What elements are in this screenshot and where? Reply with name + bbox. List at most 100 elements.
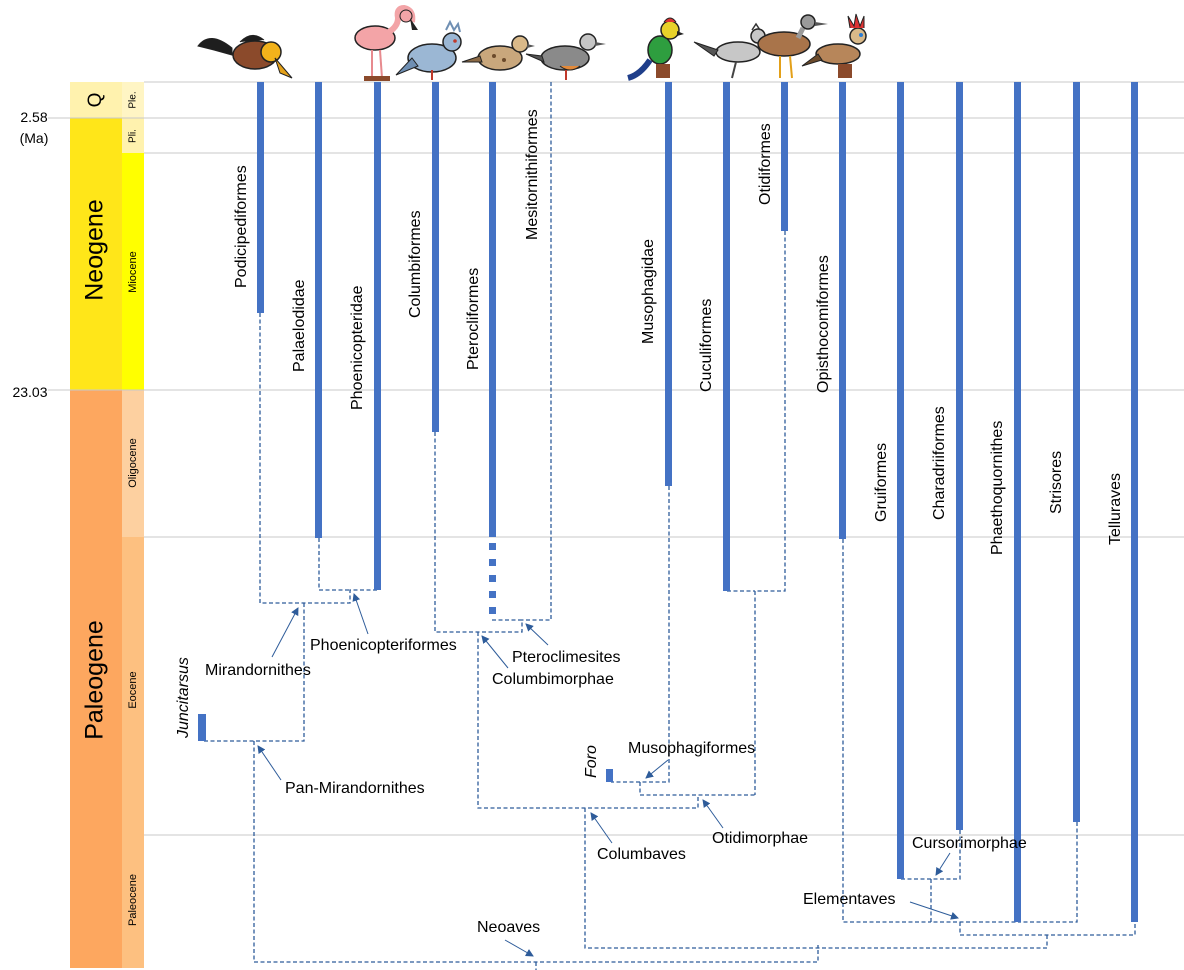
tick-2-58: 2.58 xyxy=(20,109,47,125)
label-otidiformes: Otidiformes xyxy=(757,123,774,205)
label-juncitarsus: Juncitarsus xyxy=(175,657,192,739)
taxon-labels: Podicipediformes Palaelodidae Phoenicopt… xyxy=(175,109,1124,778)
epoch-oligocene-label: Oligocene xyxy=(127,438,139,488)
branch-columbaves xyxy=(584,808,1048,949)
arrow-cursorimorphae xyxy=(935,852,951,876)
bar-podicipediformes xyxy=(257,82,264,313)
bar-pterocliformes-dash xyxy=(489,543,496,550)
label-foro: Foro xyxy=(583,745,600,778)
epoch-ple-label: Ple. xyxy=(128,91,139,108)
bar-charadriiformes xyxy=(956,82,963,830)
epoch-paleocene-label: Paleocene xyxy=(127,874,139,926)
bar-otidiformes xyxy=(781,82,788,231)
label-gruiformes: Gruiformes xyxy=(873,443,890,522)
bar-palaelodidae xyxy=(315,82,322,538)
branch-telluraves xyxy=(959,922,1136,936)
arrow-phoenicopteriformes xyxy=(352,593,369,635)
bar-cuculiformes xyxy=(723,82,730,591)
label-opisthocomiformes: Opisthocomiformes xyxy=(815,255,832,393)
period-paleogene-label: Paleogene xyxy=(81,620,109,740)
branch-otidiformes xyxy=(754,231,786,795)
label-phaethoquornithes: Phaethoquornithes xyxy=(989,421,1006,555)
hoatzin-icon xyxy=(801,13,867,78)
period-q-box xyxy=(70,82,122,118)
roadrunner-icon xyxy=(693,22,778,79)
bar-musophagidae xyxy=(665,82,672,486)
turaco-icon xyxy=(627,17,684,81)
label-charadriiformes: Charadriiformes xyxy=(931,406,948,520)
bar-pterocliformes-dash xyxy=(489,559,496,566)
label-neoaves: Neoaves xyxy=(477,919,540,936)
branch-mesitornithiformes xyxy=(522,82,552,621)
pigeon-icon xyxy=(395,19,462,80)
gridlines xyxy=(48,81,1184,836)
tree-connectors xyxy=(204,82,1136,970)
epoch-miocene-box xyxy=(122,153,144,390)
bar-pterocliformes xyxy=(489,82,496,537)
label-cuculiformes: Cuculiformes xyxy=(698,299,715,392)
bar-columbiformes xyxy=(432,82,439,432)
label-elementaves: Elementaves xyxy=(803,891,896,908)
arrow-pteroclimesites xyxy=(525,623,549,646)
label-columbimorphae: Columbimorphae xyxy=(492,671,614,688)
branch-palaelodidae xyxy=(318,538,350,591)
bar-phoenicopteridae xyxy=(374,82,381,590)
arrow-neoaves xyxy=(504,939,534,957)
bar-foro xyxy=(606,769,613,782)
grebe-icon xyxy=(197,35,293,79)
branch-strisores xyxy=(1018,822,1078,923)
epoch-ple-box xyxy=(122,82,144,118)
arrow-columbimorphae xyxy=(481,635,509,669)
label-telluraves: Telluraves xyxy=(1107,473,1124,545)
branch-cursorimorphae xyxy=(901,830,961,880)
label-pteroclimesites: Pteroclimesites xyxy=(512,649,620,666)
tick-unit: (Ma) xyxy=(20,130,49,146)
period-paleogene-box xyxy=(70,390,122,968)
branch-columbimorphae xyxy=(477,632,699,809)
branch-elementaves xyxy=(930,879,1018,923)
bar-gruiformes xyxy=(897,82,904,879)
bar-pterocliformes-dash xyxy=(489,607,496,614)
bar-strisores xyxy=(1073,82,1080,822)
bar-phaethoquornithes xyxy=(1014,82,1021,922)
branch-pterocliformes xyxy=(478,619,523,633)
time-scale: Q Neogene Paleogene Ple. Pli. Miocene Ol… xyxy=(12,82,144,968)
arrow-otidimorphae xyxy=(702,799,724,829)
branch-phoenicopteridae xyxy=(304,589,377,604)
bar-telluraves xyxy=(1131,82,1138,922)
arrow-elementaves xyxy=(909,901,959,920)
tick-23-03: 23.03 xyxy=(12,384,47,400)
branch-pan-mirandornithes xyxy=(204,603,305,742)
label-columbiformes: Columbiformes xyxy=(407,210,424,318)
label-pterocliformes: Pterocliformes xyxy=(465,268,482,370)
epoch-pli-box xyxy=(122,118,144,153)
label-phoenicopteridae: Phoenicopteridae xyxy=(349,285,366,410)
label-palaelodidae: Palaelodidae xyxy=(291,279,308,372)
branch-opisthocomiformes xyxy=(842,539,931,923)
bar-juncitarsus xyxy=(198,714,206,741)
epoch-oligocene-box xyxy=(122,390,144,537)
lineage-bars xyxy=(198,82,1138,922)
label-musophagidae: Musophagidae xyxy=(640,239,657,344)
branch-musophagiformes xyxy=(639,782,755,796)
epoch-paleocene-box xyxy=(122,835,144,968)
label-cursorimorphae: Cursorimorphae xyxy=(912,835,1027,852)
bar-pterocliformes-dash xyxy=(489,575,496,582)
epoch-eocene-box xyxy=(122,537,144,835)
branch-musophagidae xyxy=(611,486,670,783)
branch-podicipediformes xyxy=(259,313,304,604)
sandgrouse-icon xyxy=(461,35,535,71)
arrow-pan-mirandornithes xyxy=(257,745,282,781)
label-podicipediformes: Podicipediformes xyxy=(233,165,250,288)
label-phoenicopteriformes: Phoenicopteriformes xyxy=(310,637,457,654)
period-neogene-label: Neogene xyxy=(81,199,109,300)
pointer-arrows xyxy=(257,593,959,957)
label-columbaves: Columbaves xyxy=(597,846,686,863)
arrow-musophagiformes xyxy=(645,759,669,779)
clade-labels: Mirandornithes Phoenicopteriformes Ptero… xyxy=(205,637,1027,936)
label-otidimorphae: Otidimorphae xyxy=(712,830,808,847)
arrow-columbaves xyxy=(590,812,613,844)
branch-columbiformes xyxy=(434,432,478,633)
bustard-icon xyxy=(757,14,828,79)
label-pan-mirandornithes: Pan-Mirandornithes xyxy=(285,780,425,797)
